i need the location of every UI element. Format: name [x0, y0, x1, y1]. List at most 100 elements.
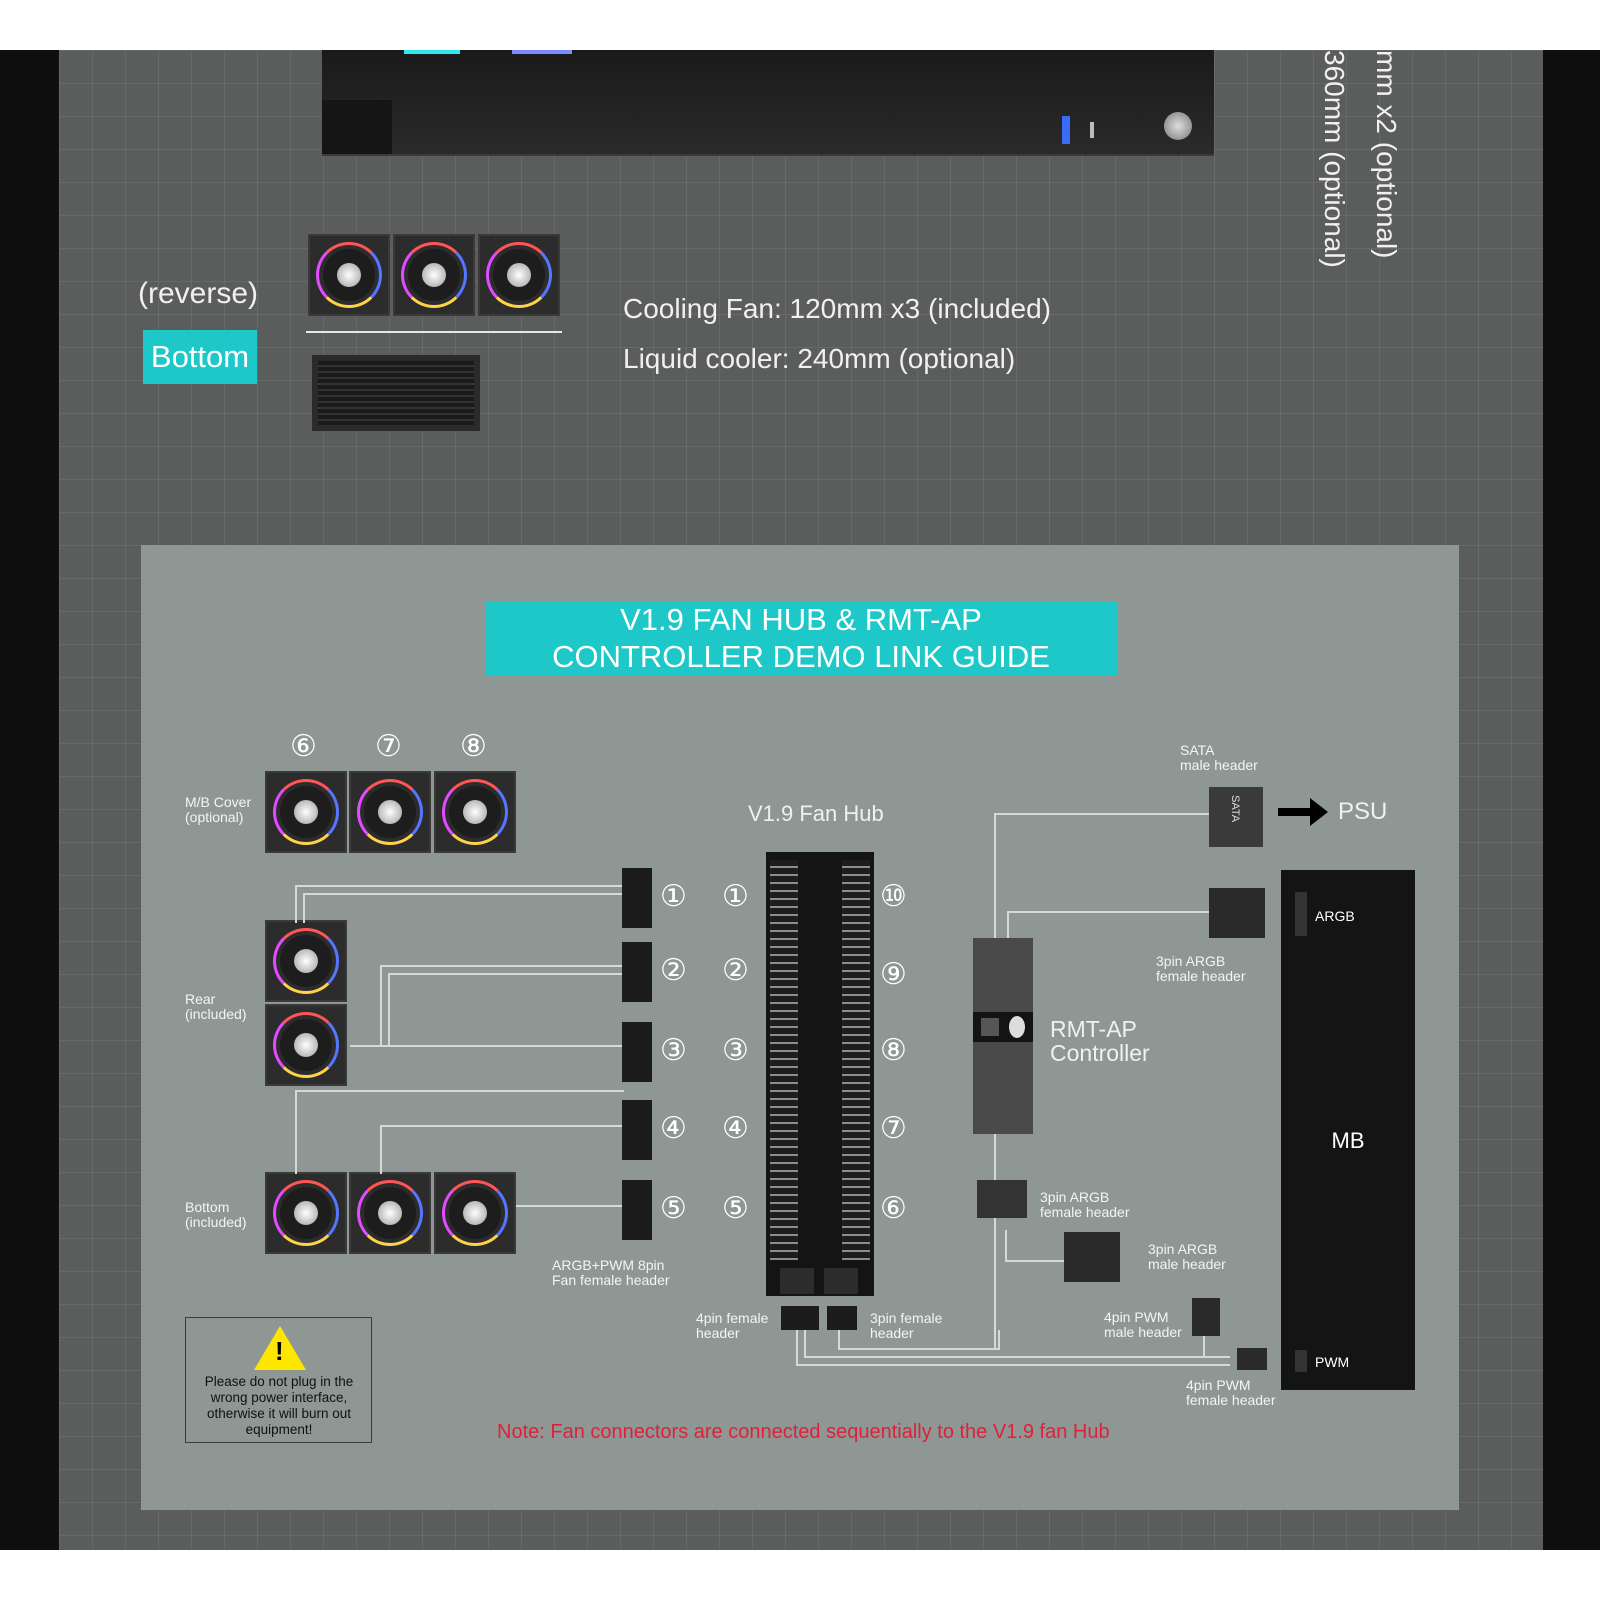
cable	[295, 1090, 624, 1174]
rear-label: Rear(included)	[185, 991, 247, 1022]
hub-port-number: ⑤	[722, 1191, 749, 1226]
vertical-spec-text: 360mm (optional)	[1319, 50, 1350, 268]
hub-port-number: ⑥	[880, 1191, 907, 1226]
connector-number: ③	[660, 1033, 687, 1068]
psu-label: PSU	[1338, 798, 1388, 825]
hub-3pin-port	[824, 1268, 858, 1294]
fan-icon	[349, 1172, 431, 1254]
fan-connector-icon	[622, 868, 652, 928]
mb-cover-label: M/B Cover(optional)	[185, 794, 252, 825]
fan-icon	[434, 771, 516, 853]
pc-case-image	[322, 50, 1214, 156]
cable	[838, 1330, 1000, 1350]
cable	[380, 1125, 624, 1174]
cable	[516, 1205, 622, 1209]
cable	[804, 1330, 1230, 1358]
connector-number: ②	[660, 953, 687, 988]
case-foot	[322, 100, 392, 154]
argb-connector-icon	[1209, 888, 1265, 938]
fan-icon	[393, 234, 475, 316]
mb-pwm-label: PWM	[1315, 1354, 1350, 1370]
cable	[1007, 911, 1211, 941]
connector-number: ⑤	[660, 1191, 687, 1226]
hub-4pin-port	[780, 1268, 814, 1294]
warning-box: ! Please do not plug in the wrong power …	[185, 1317, 372, 1443]
mb-argb-label: ARGB	[1315, 908, 1355, 924]
warning-exclamation: !	[275, 1336, 284, 1366]
hub-port-column	[770, 860, 798, 1260]
note-text: Note: Fan connectors are connected seque…	[497, 1421, 1110, 1443]
connector-number: ①	[660, 879, 687, 914]
hub-port-number: ④	[722, 1111, 749, 1146]
rgb-strip	[512, 50, 572, 54]
fan-connector-icon	[622, 1022, 652, 1082]
guide-title-line1: V1.9 FAN HUB & RMT-AP	[620, 602, 982, 637]
fan-icon	[265, 1004, 347, 1086]
hub-title: V1.9 Fan Hub	[748, 801, 884, 826]
cable	[1005, 1230, 1067, 1262]
rgb-strip	[404, 50, 460, 54]
pwm-header-icon	[1295, 1350, 1307, 1372]
fan-icon	[349, 771, 431, 853]
fan-connector-icon	[622, 942, 652, 1002]
bottom-fans-label: Bottom(included)	[185, 1199, 247, 1230]
hub-port-number: ③	[722, 1033, 749, 1068]
radiator-icon	[312, 355, 480, 431]
hub-port-number: ②	[722, 953, 749, 988]
fan-connector-icon	[622, 1100, 652, 1160]
cable	[295, 885, 624, 923]
usb-c-port-icon	[1090, 122, 1094, 138]
fan-number: ⑦	[375, 729, 402, 764]
reverse-label: (reverse)	[138, 277, 259, 310]
hub-port-number: ⑨	[880, 957, 907, 992]
guide-title: V1.9 FAN HUB & RMT-AP CONTROLLER DEMO LI…	[485, 601, 1117, 675]
argb-header-icon	[1295, 892, 1307, 936]
fan-hub	[766, 852, 874, 1296]
hub-port-number: ⑩	[880, 879, 907, 914]
liquid-cooler-spec: Liquid cooler: 240mm (optional)	[623, 343, 1016, 374]
guide-title-line2: CONTROLLER DEMO LINK GUIDE	[552, 639, 1050, 674]
argb-male-connector-icon	[1064, 1232, 1120, 1282]
divider	[306, 331, 562, 333]
mb-label: MB	[1331, 1128, 1365, 1153]
controller-button-icon	[981, 1018, 999, 1036]
motherboard: ARGB MB PWM	[1281, 870, 1415, 1390]
cooling-fan-spec: Cooling Fan: 120mm x3 (included)	[623, 293, 1051, 324]
controller-plug-icon	[977, 1180, 1027, 1218]
warning-text: Please do not plug in the wrong power in…	[204, 1374, 354, 1437]
power-button-icon	[1164, 112, 1192, 140]
fan-connector-icon	[622, 1180, 652, 1240]
fan-icon	[434, 1172, 516, 1254]
pwm-female-connector-icon	[1237, 1348, 1267, 1370]
hub-port-number: ⑦	[880, 1111, 907, 1146]
arrow-head-icon	[1310, 798, 1328, 826]
fan-icon	[478, 234, 560, 316]
fan-number: ⑧	[460, 729, 487, 764]
fan-icon	[265, 771, 347, 853]
cable	[303, 893, 624, 923]
cable	[1203, 1328, 1239, 1358]
sata-connector-icon: SATA	[1209, 787, 1263, 847]
hub-port-column	[842, 860, 870, 1260]
hub-port-number: ⑧	[880, 1033, 907, 1068]
cable	[388, 973, 624, 1045]
fan-number: ⑥	[290, 729, 317, 764]
rmt-ap-controller	[973, 938, 1033, 1134]
controller-knob-icon	[1009, 1016, 1025, 1038]
fan-icon	[265, 920, 347, 1002]
fan-icon	[308, 234, 390, 316]
cable	[350, 1045, 622, 1049]
3pin-plug-icon	[827, 1306, 857, 1330]
sata-connector-label: SATA	[1229, 795, 1241, 823]
arrow-right-icon	[1278, 808, 1312, 816]
vertical-spec-text: mm x2 (optional)	[1371, 50, 1402, 259]
